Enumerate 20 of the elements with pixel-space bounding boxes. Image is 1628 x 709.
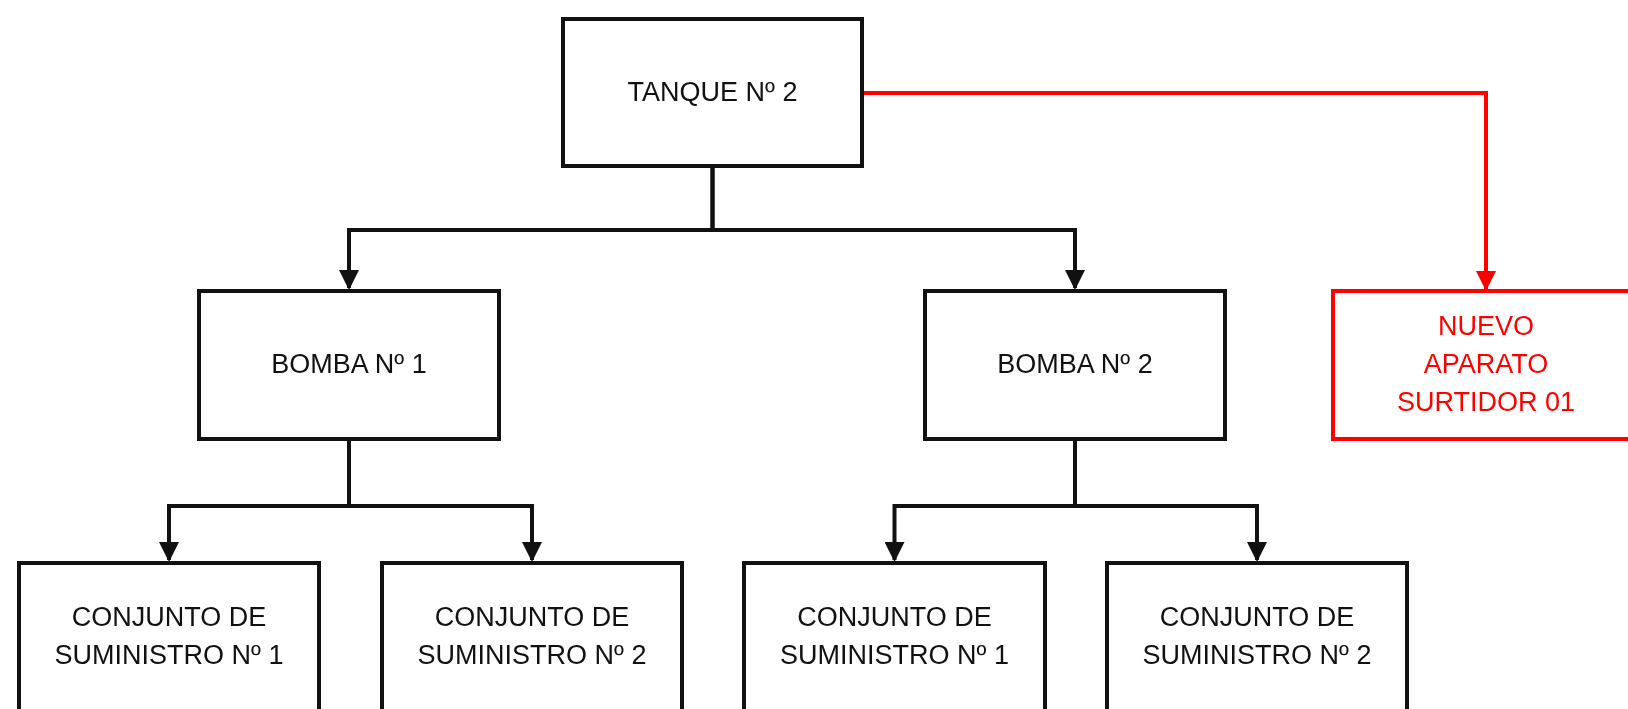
box-label: CONJUNTO DE SUMINISTRO Nº 1 [53,601,285,672]
connector-arrow [1073,441,1267,562]
connector-arrow [347,441,542,562]
process-box [17,561,321,709]
process-box [380,561,684,709]
process-box [561,17,864,168]
highlighted-box [1331,289,1628,441]
box-label: TANQUE Nº 2 [627,75,798,109]
process-box [923,289,1227,441]
connector-arrow [710,168,1085,290]
process-box [197,289,501,441]
connector-arrow [864,91,1496,291]
box-label: CONJUNTO DE SUMINISTRO Nº 2 [416,601,648,672]
box-label: BOMBA Nº 1 [271,348,427,382]
box-label: NUEVO APARATO SURTIDOR 01 [1395,310,1576,419]
box-label: CONJUNTO DE SUMINISTRO Nº 1 [779,601,1010,672]
box-label: BOMBA Nº 2 [997,348,1153,382]
process-box [742,561,1047,709]
box-label: CONJUNTO DE SUMINISTRO Nº 2 [1141,601,1373,672]
process-box [1105,561,1409,709]
